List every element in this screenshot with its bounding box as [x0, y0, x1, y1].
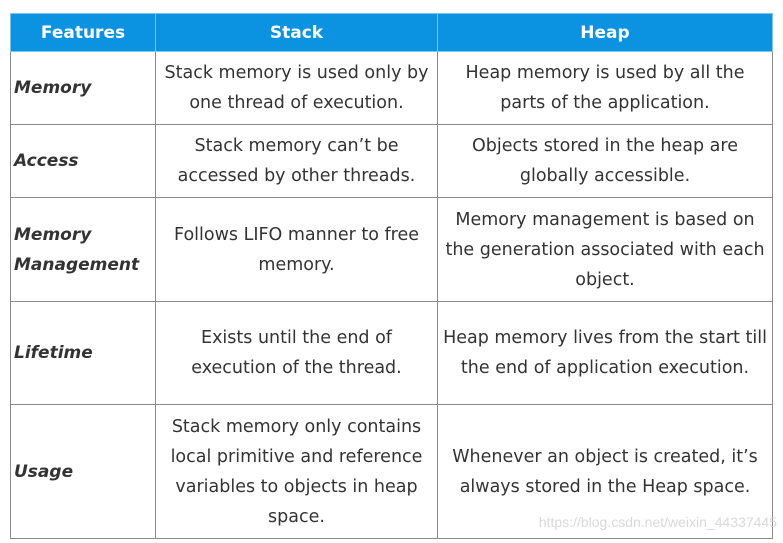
header-stack: Stack — [155, 13, 438, 52]
feature-cell: Lifetime — [10, 301, 156, 405]
feature-cell: Usage — [10, 404, 156, 539]
watermark: https://blog.csdn.net/weixin_44337445 — [538, 514, 777, 530]
heap-cell: Whenever an object is created, it’s alwa… — [437, 404, 773, 539]
header-heap: Heap — [437, 13, 773, 52]
table-row: Lifetime Exists until the end of executi… — [10, 301, 773, 405]
heap-cell: Objects stored in the heap are globally … — [437, 124, 773, 198]
feature-cell: Access — [10, 124, 156, 198]
heap-cell: Heap memory lives from the start till th… — [437, 301, 773, 405]
table-row: Memory Management Follows LIFO manner to… — [10, 197, 773, 302]
stack-cell: Follows LIFO manner to free memory. — [155, 197, 438, 302]
stack-cell: Exists until the end of execution of the… — [155, 301, 438, 405]
feature-cell: Memory — [10, 51, 156, 125]
comparison-table: Features Stack Heap Memory Stack memory … — [10, 13, 773, 539]
stack-cell: Stack memory can’t be accessed by other … — [155, 124, 438, 198]
heap-cell: Memory management is based on the genera… — [437, 197, 773, 302]
stack-cell: Stack memory only contains local primiti… — [155, 404, 438, 539]
table-row: Usage Stack memory only contains local p… — [10, 404, 773, 539]
header-row: Features Stack Heap — [10, 13, 773, 52]
table-row: Memory Stack memory is used only by one … — [10, 51, 773, 125]
stack-cell: Stack memory is used only by one thread … — [155, 51, 438, 125]
table-row: Access Stack memory can’t be accessed by… — [10, 124, 773, 198]
heap-cell: Heap memory is used by all the parts of … — [437, 51, 773, 125]
feature-cell: Memory Management — [10, 197, 156, 302]
header-features: Features — [10, 13, 156, 52]
